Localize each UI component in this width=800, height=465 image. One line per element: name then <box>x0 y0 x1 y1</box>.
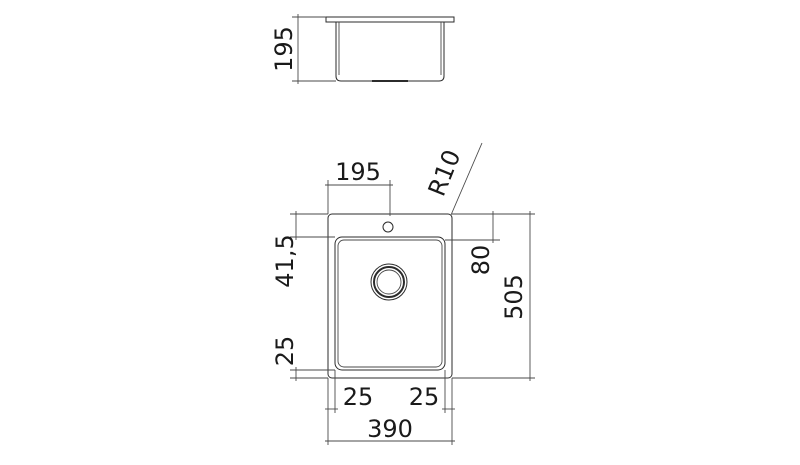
bottom-dimensions: 25 25 390 <box>325 370 455 445</box>
drain-offset-dimension: 195 <box>325 158 393 216</box>
bottom-margin-label: 25 <box>271 336 299 367</box>
drain-offset-label: 195 <box>335 158 381 186</box>
corner-radius-leader <box>450 142 483 216</box>
right-dimensions: 80 505 <box>445 211 535 381</box>
top-view <box>327 213 453 379</box>
top-margin-label: 41,5 <box>271 234 299 287</box>
side-view-bowl-inner <box>338 22 442 75</box>
left-margin-dimensions: 41,5 25 <box>271 211 335 381</box>
sink-bowl <box>334 236 446 371</box>
drain-outer <box>370 263 408 301</box>
overall-width-label: 390 <box>367 415 413 443</box>
corner-radius-dimension: R10 <box>423 142 483 216</box>
tap-offset-label: 80 <box>467 245 495 276</box>
depth-label: 195 <box>270 26 298 72</box>
sink-bowl-inner <box>337 239 443 368</box>
corner-radius-label: R10 <box>423 146 467 200</box>
overall-length-label: 505 <box>500 274 528 320</box>
drain-ring <box>373 266 405 298</box>
side-view-bowl <box>335 22 445 82</box>
right-margin-label: 25 <box>409 383 440 411</box>
side-view-rim <box>325 16 455 23</box>
left-margin-label: 25 <box>343 383 374 411</box>
tap-hole <box>382 221 394 233</box>
drain-inner <box>376 269 402 295</box>
side-view: 195 <box>270 14 455 84</box>
